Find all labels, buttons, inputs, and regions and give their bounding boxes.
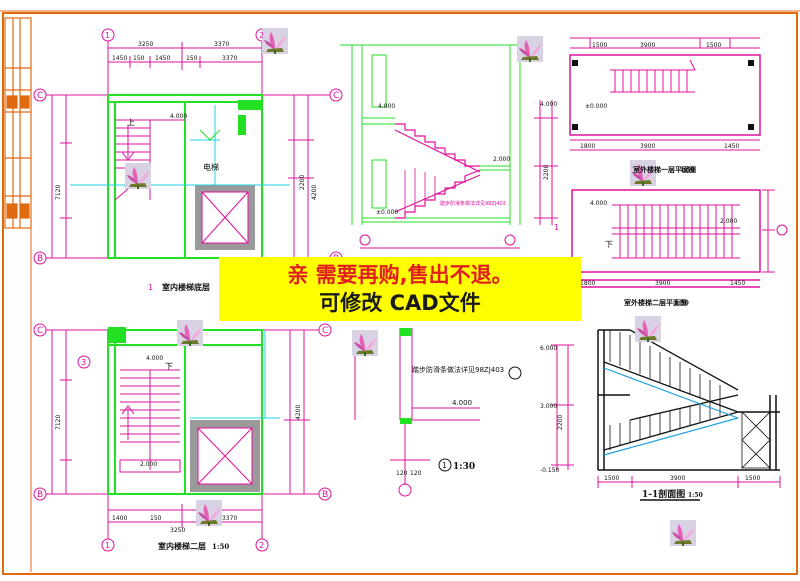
dimension-label: 1450 — [724, 143, 739, 150]
axis-2-label: 2 — [259, 31, 264, 40]
promo-banner: 亲 需要再购,售出不退。 可修改 CAD文件 — [219, 257, 581, 321]
dimension-label: 3900 — [670, 475, 685, 482]
axis-2-label: 2 — [259, 541, 264, 550]
dimension-label: 4200 — [295, 405, 302, 420]
dimension-label: 1800 — [580, 280, 595, 287]
axis-3-label: 3 — [81, 358, 86, 367]
outdoor-first-floor-plan — [569, 37, 761, 151]
stair-up-label: 上 — [127, 118, 135, 127]
second-floor-scale: 1:50 — [212, 542, 229, 551]
first-floor-title: 室内楼梯底层 — [162, 282, 210, 292]
dimension-label: 3370 — [222, 55, 237, 62]
elevation-label: 2.000 — [720, 218, 737, 225]
dimension-label: 1400 — [112, 515, 127, 522]
elevation-label: 4.000 — [590, 200, 607, 207]
axis-c-label: C — [37, 91, 43, 101]
indoor-stair-section — [340, 44, 558, 249]
dimension-label: 2200 — [543, 165, 550, 180]
stair-down-label: 下 — [165, 362, 173, 371]
lotus-watermark-icon — [176, 319, 204, 347]
dimension-label: 150 — [186, 55, 198, 62]
elevator-label: 电梯 — [203, 162, 219, 172]
dimension-label: 3900 — [640, 143, 655, 150]
axis-1-label: 1 — [105, 31, 110, 40]
elevation-label: 2.000 — [493, 156, 510, 163]
outdoor-plan-1-scale: 1:50 — [680, 167, 695, 174]
dimension-label: 2200 — [299, 175, 306, 190]
left-title-strip — [4, 17, 32, 229]
cut-mark-label: 1 — [148, 283, 153, 292]
indoor-first-floor-plan — [33, 28, 343, 265]
elevation-label: ±0.000 — [585, 103, 607, 110]
outdoor-second-floor-plan — [571, 189, 788, 288]
dimension-label: 1500 — [604, 475, 619, 482]
elevation-label: 4.000 — [378, 103, 395, 110]
axis-c-label: C — [333, 91, 339, 101]
axis-c-label: C — [322, 326, 328, 336]
tread-detail — [354, 328, 522, 497]
dimension-label: 4200 — [311, 185, 318, 200]
axis-c-label: C — [37, 326, 43, 336]
elevation-label: ±0.000 — [376, 209, 398, 216]
outdoor-plan-2-title: 室外楼梯二层平面图 — [624, 298, 687, 307]
dimension-label: 1500 — [592, 42, 607, 49]
dimension-label: 3900 — [655, 280, 670, 287]
dimension-label: 7120 — [55, 415, 62, 430]
lotus-watermark-icon — [124, 162, 152, 190]
section-title: 1-1剖面图 — [642, 488, 685, 500]
dimension-label: 7120 — [55, 185, 62, 200]
dimension-label: 3900 — [640, 42, 655, 49]
dimension-label: 1450 — [112, 55, 127, 62]
sheet-border — [2, 12, 798, 575]
elevation-label: 6.000 — [540, 345, 557, 352]
lotus-watermark-icon — [516, 35, 544, 63]
indoor-second-floor-plan — [33, 323, 332, 552]
elevation-label: 4.000 — [452, 399, 472, 407]
elevation-label: 4.000 — [170, 113, 187, 120]
dimension-label: 3370 — [222, 515, 237, 522]
axis-b-label: B — [37, 490, 43, 500]
outdoor-plan-2-scale: 1:50 — [674, 300, 689, 307]
dimension-label: 3250 — [170, 527, 185, 534]
dimension-label: 120 — [410, 470, 422, 477]
elevation-label: -0.150 — [540, 467, 560, 474]
lotus-watermark-icon — [261, 27, 289, 55]
dimension-label: 1500 — [745, 475, 760, 482]
lotus-watermark-icon — [351, 329, 379, 357]
detail-reference-note: 踏步防滑条做法详见98ZJ403 — [440, 200, 506, 207]
dimension-label: 150 — [133, 55, 145, 62]
detail-reference-note: 踏步防滑条做法详见98ZJ403 — [412, 365, 504, 374]
elevation-label: 2.000 — [140, 461, 157, 468]
banner-line-2: 可修改 CAD文件 — [319, 291, 481, 315]
lotus-watermark-icon — [195, 499, 223, 527]
detail-scale: 1:30 — [453, 462, 475, 472]
dimension-label: 1800 — [580, 143, 595, 150]
outdoor-plan-1-title: 室外楼梯一层平面图 — [633, 165, 696, 174]
section-scale: 1:50 — [688, 492, 703, 499]
dimension-label: 150 — [150, 515, 162, 522]
dimension-label: 1450 — [155, 55, 170, 62]
second-floor-title: 室内楼梯二层 — [158, 541, 206, 551]
dimension-label: 2200 — [557, 415, 564, 430]
axis-1-label: 1 — [105, 541, 110, 550]
elevation-label: 3.000 — [540, 403, 557, 410]
cut-mark-label: 1 — [554, 223, 559, 232]
outdoor-stair-section — [551, 329, 781, 501]
dimension-label: 1500 — [706, 42, 721, 49]
elevation-label: 4.000 — [540, 101, 557, 108]
dimension-label: 1450 — [730, 280, 745, 287]
axis-b-label: B — [37, 254, 43, 264]
dimension-label: 3370 — [214, 41, 229, 48]
dimension-label: 120 — [396, 470, 408, 477]
banner-line-1: 亲 需要再购,售出不退。 — [287, 263, 513, 287]
axis-b-label: B — [322, 490, 328, 500]
lotus-watermark-icon — [669, 519, 697, 547]
detail-number: 1 — [442, 461, 447, 470]
dimension-label: 3250 — [138, 41, 153, 48]
elevation-label: 4.000 — [146, 355, 163, 362]
lotus-watermark-icon — [634, 315, 662, 343]
stair-down-label: 下 — [605, 240, 613, 249]
